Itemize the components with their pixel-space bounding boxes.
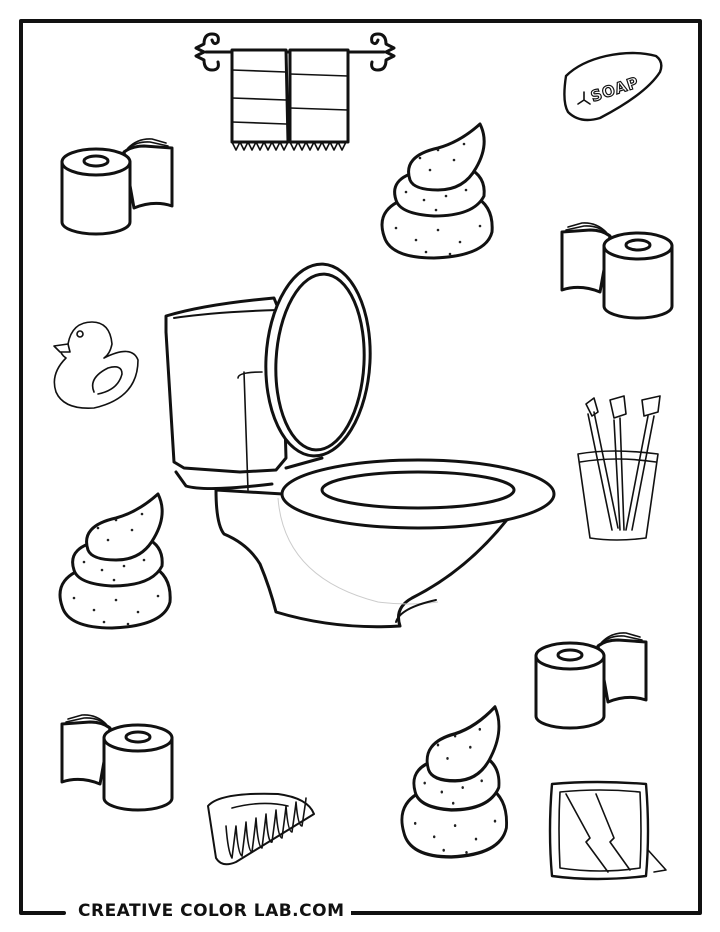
toilet-paper-roll-icon bbox=[534, 631, 648, 730]
poop-icon bbox=[58, 492, 172, 630]
towel-rack-illustration bbox=[194, 32, 396, 151]
page-frame bbox=[19, 19, 702, 915]
poop-icon bbox=[400, 705, 509, 859]
toilet-paper-roll-icon bbox=[60, 137, 174, 236]
soap-illustration: SOAP bbox=[563, 51, 663, 122]
footer-brand: CREATIVE COLOR LAB.COM bbox=[72, 897, 351, 925]
poop-icon bbox=[380, 122, 494, 260]
mirror-illustration bbox=[548, 780, 667, 881]
toilet-paper-roll-icon bbox=[60, 713, 174, 812]
toothbrushes-illustration bbox=[577, 395, 661, 541]
comb-illustration bbox=[207, 792, 315, 866]
toilet-paper-roll-icon bbox=[560, 221, 674, 320]
toilet-illustration bbox=[164, 262, 556, 629]
rubber-duck-illustration bbox=[53, 321, 139, 409]
